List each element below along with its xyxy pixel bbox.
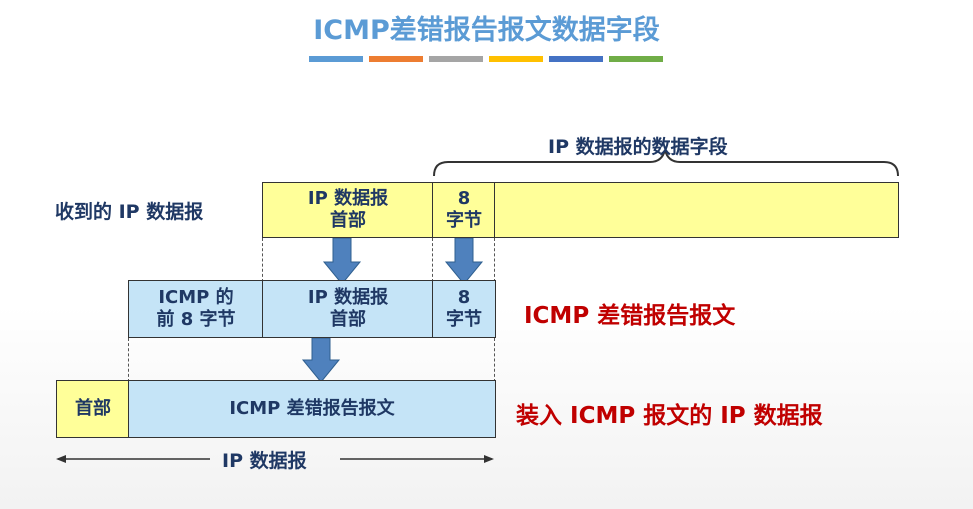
row3-header-box: 首部 xyxy=(56,380,130,438)
guide-dash-1 xyxy=(262,238,263,282)
accent-bars xyxy=(309,56,665,62)
row2-icmp-first8-box: ICMP 的 前 8 字节 xyxy=(128,280,264,338)
row2-8bytes-box: 8 字节 xyxy=(432,280,496,338)
arrowhead-left xyxy=(56,455,66,463)
down-arrow-icmp xyxy=(301,337,341,383)
row1-ip-header-box: IP 数据报 首部 xyxy=(262,182,434,238)
data-field-label: IP 数据报的数据字段 xyxy=(548,136,728,158)
row2-8bytes-text: 8 字节 xyxy=(446,287,482,330)
row1-ip-header-text: IP 数据报 首部 xyxy=(307,188,389,231)
arrowhead-right xyxy=(484,455,494,463)
row3-icmp-body-box: ICMP 差错报告报文 xyxy=(128,380,496,438)
accent-bar-3 xyxy=(429,56,483,62)
guide-dash-2 xyxy=(432,238,433,282)
accent-bar-5 xyxy=(549,56,603,62)
row2-icmp-first8-text: ICMP 的 前 8 字节 xyxy=(156,287,236,330)
row1-8bytes-box: 8 字节 xyxy=(432,182,496,238)
accent-bar-1 xyxy=(309,56,363,62)
icmp-error-message-label: ICMP 差错报告报文 xyxy=(524,303,736,329)
row1-data-box xyxy=(494,182,899,238)
received-ip-datagram-label: 收到的 IP 数据报 xyxy=(55,201,204,223)
guide-dash-3 xyxy=(494,238,495,282)
row2-ip-header-text: IP 数据报 首部 xyxy=(307,287,389,330)
guide-dash-4 xyxy=(128,338,129,382)
ip-datagram-label: IP 数据报 xyxy=(222,450,307,472)
row1-8bytes-text: 8 字节 xyxy=(446,188,482,231)
accent-bar-4 xyxy=(489,56,543,62)
down-arrow-header xyxy=(322,237,362,285)
down-arrow-8bytes xyxy=(444,237,484,285)
data-field-brace xyxy=(433,149,899,177)
row3-header-text: 首部 xyxy=(75,398,111,419)
page-title: ICMP差错报告报文数据字段 xyxy=(313,15,660,46)
encapsulated-ip-datagram-label: 装入 ICMP 报文的 IP 数据报 xyxy=(516,403,823,429)
accent-bar-2 xyxy=(369,56,423,62)
guide-dash-5 xyxy=(494,338,495,382)
row3-icmp-body-text: ICMP 差错报告报文 xyxy=(229,398,395,419)
row2-ip-header-box: IP 数据报 首部 xyxy=(262,280,434,338)
accent-bar-6 xyxy=(609,56,663,62)
